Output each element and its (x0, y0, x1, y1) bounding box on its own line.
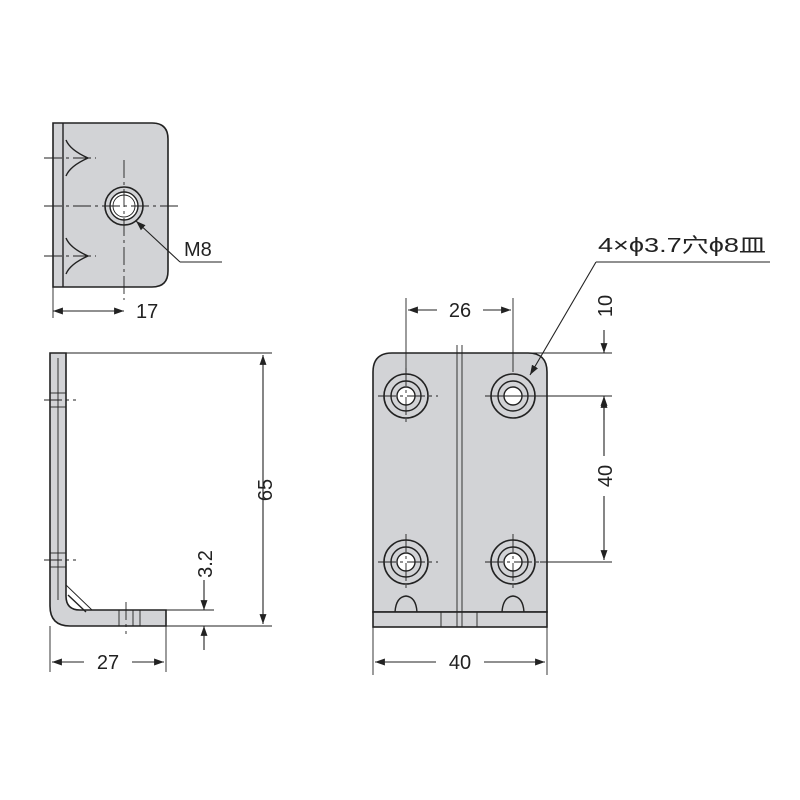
front-view: 26 10 40 40 4×ϕ3.7穴ϕ8皿 (372, 234, 770, 675)
hole-callout-leader (529, 261, 597, 376)
side-gusset (67, 594, 87, 613)
thread-label: M8 (184, 239, 212, 261)
dim-26-label-bg (437, 297, 483, 321)
front-flange (372, 611, 548, 628)
dim-40v-label: 40 (595, 465, 617, 487)
front-slot-left (394, 595, 418, 613)
dim-40h-label-bg (436, 650, 484, 674)
dim-65-label: 65 (255, 479, 277, 501)
dim-27-label-bg (84, 650, 132, 674)
top-view: 17 M8 (44, 122, 222, 323)
dim-10-label: 10 (595, 295, 617, 317)
dim-3-2-label: 3.2 (195, 550, 217, 578)
hole-callout-label: 4×ϕ3.7穴ϕ8皿 (598, 234, 766, 257)
front-slot-right (501, 595, 525, 613)
dim-40h-label: 40 (449, 652, 471, 674)
m8-leader (135, 220, 181, 263)
dim-27-label: 27 (97, 652, 119, 674)
side-gusset-edge (65, 584, 93, 611)
side-view-profile (49, 352, 167, 627)
dim-17-label: 17 (136, 301, 158, 323)
dim-40v-label-bg (592, 456, 616, 496)
side-view: 65 3.2 27 (44, 352, 277, 674)
hole-top-left (383, 373, 429, 419)
dim-26-label: 26 (449, 300, 471, 322)
